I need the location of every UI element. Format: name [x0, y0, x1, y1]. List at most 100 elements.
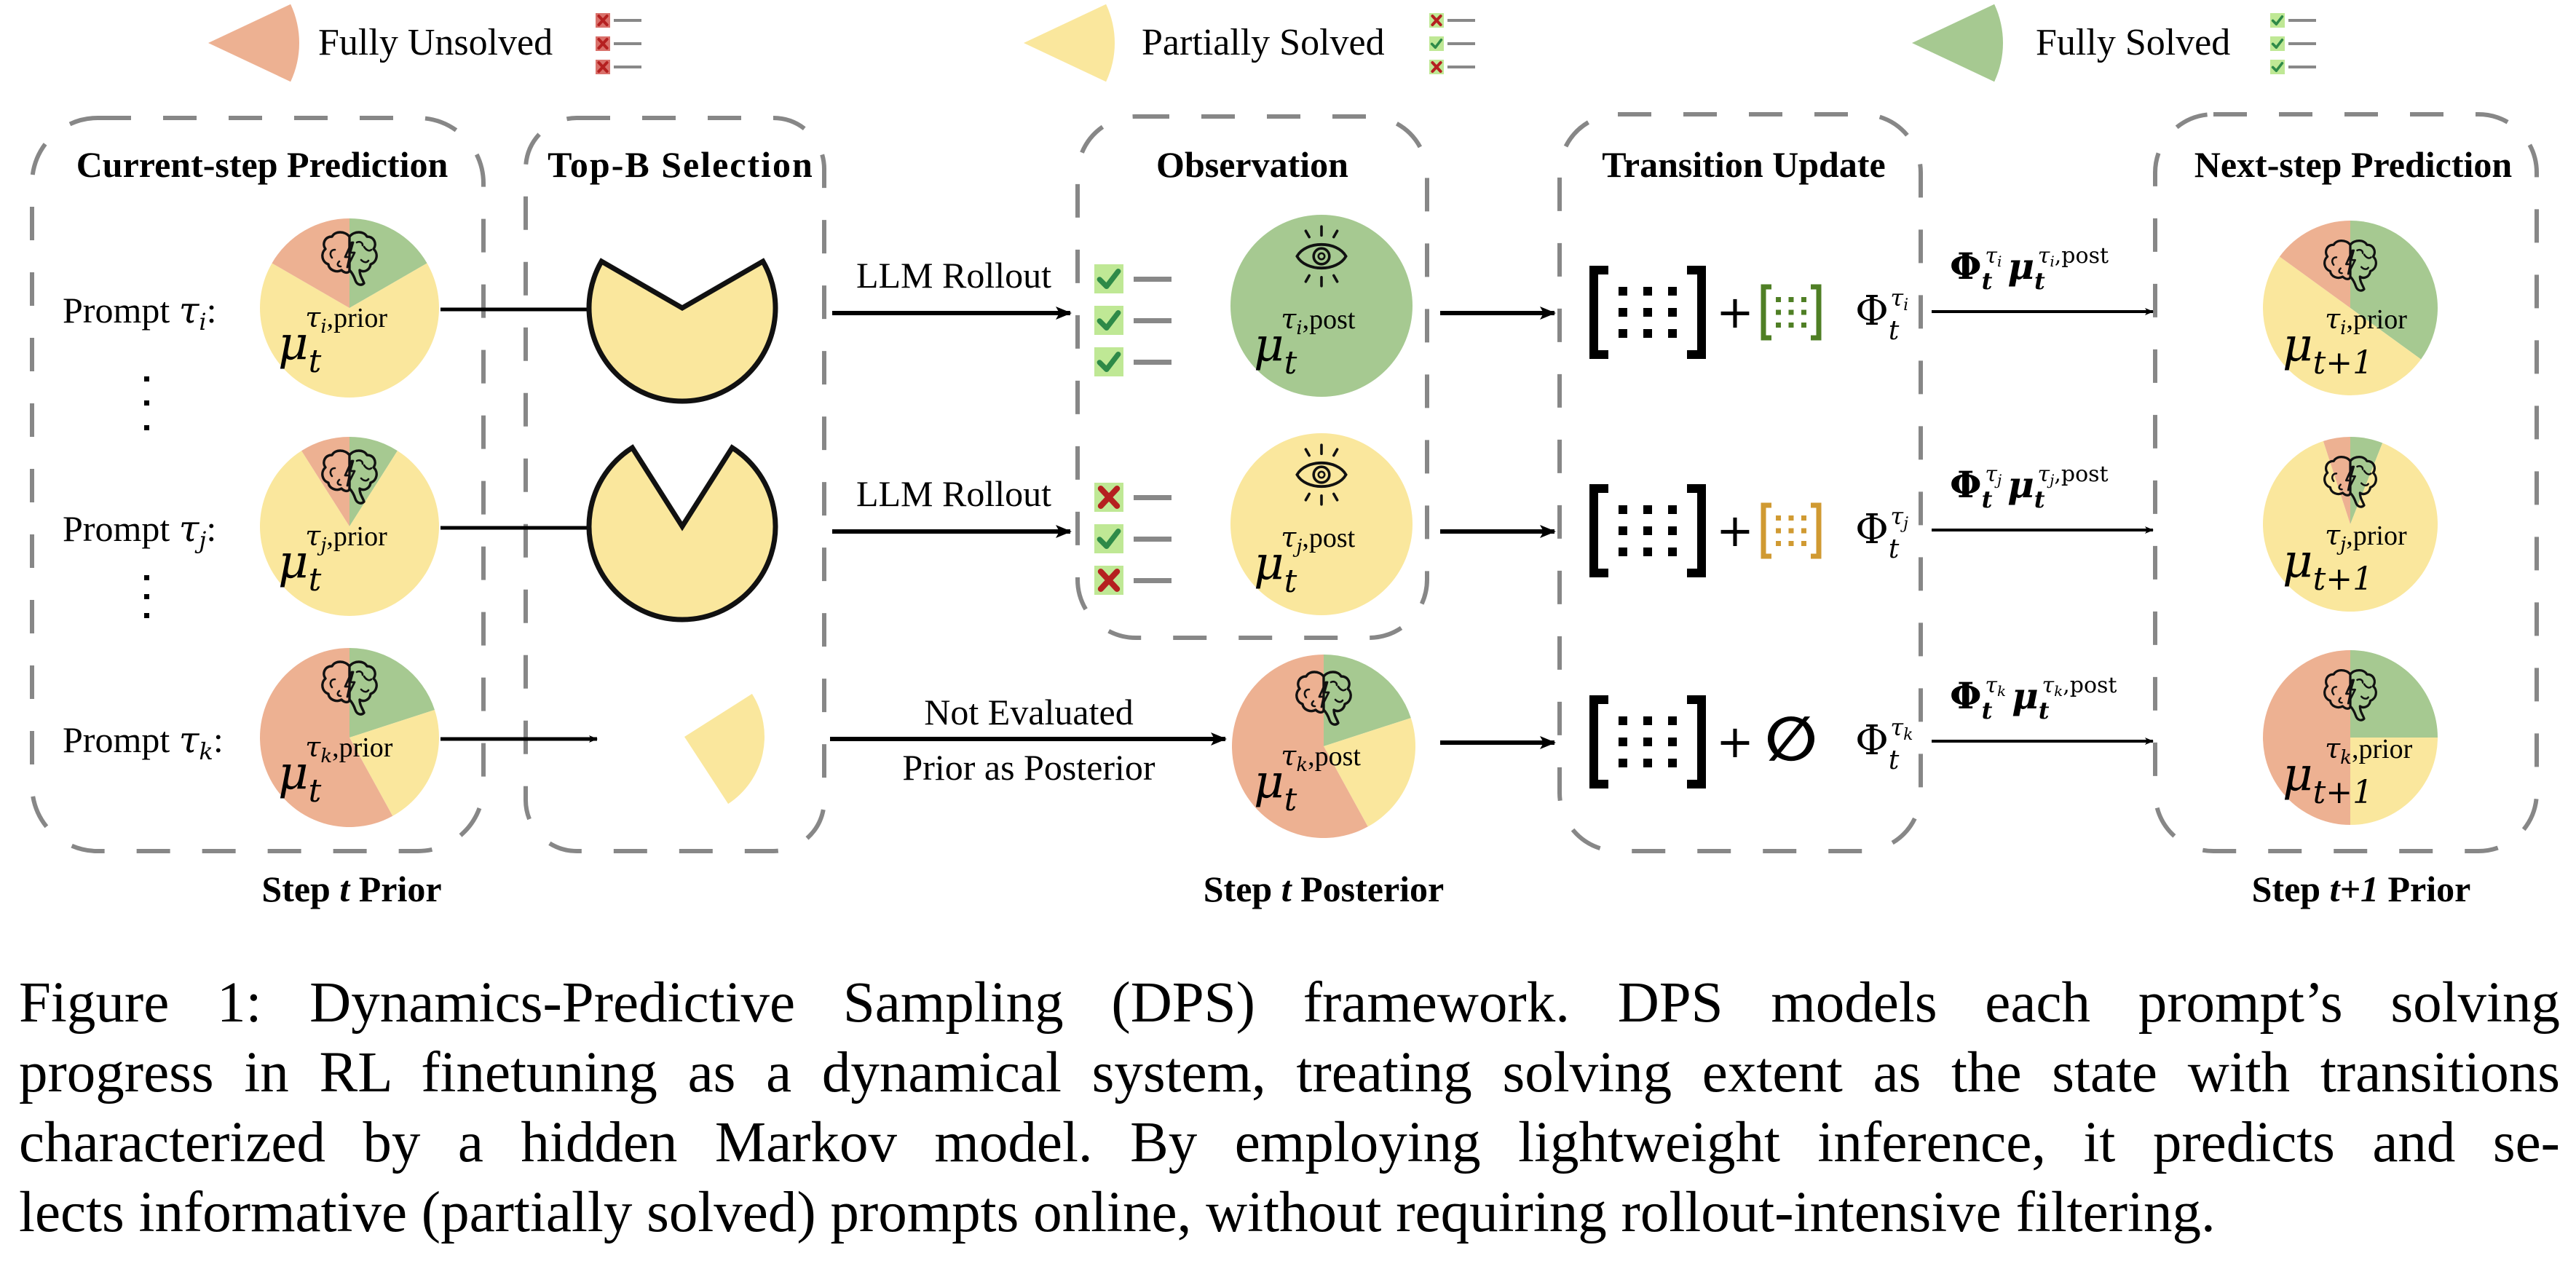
phi-superscript: τk — [1985, 673, 2006, 700]
matrix-entry — [1801, 309, 1806, 315]
sup-index: k — [1997, 682, 2006, 700]
sup-tau: τ — [1985, 462, 1997, 487]
matrix-entry — [1618, 759, 1627, 767]
mu-subscript: t — [1284, 781, 1297, 818]
mu-superscript: τi,prior — [305, 301, 387, 338]
next-pie-k — [2263, 650, 2438, 825]
sup-index: i — [2340, 317, 2346, 339]
mu-superscript: τj,post — [1281, 521, 1355, 558]
prior-as-posterior-label: Prior as Posterior — [902, 747, 1155, 788]
update-matrix-green — [1761, 284, 1822, 341]
sup-index: k — [320, 746, 332, 767]
matrix-entry — [1618, 308, 1627, 317]
mu-symbol: μ — [1254, 318, 1284, 372]
empty-set-icon: ∅ — [1765, 703, 1817, 775]
sup-rest: ,prior — [327, 303, 388, 333]
footer-step-t-prior: Step t Prior — [261, 869, 441, 909]
pie-slice-partial — [2350, 738, 2438, 825]
check-icon — [1430, 39, 1443, 49]
cross-mark-row — [596, 36, 610, 51]
matrix-entry — [1801, 515, 1806, 521]
legend-item: Fully Unsolved — [208, 4, 641, 82]
panel-transition-update: Transition Update — [1557, 112, 1923, 853]
mu-subscript: t — [309, 772, 322, 810]
prompt-word: Prompt — [63, 290, 179, 331]
legend-swatch — [208, 4, 299, 82]
bracket-right — [1687, 484, 1706, 577]
check-mark-row — [1094, 347, 1123, 376]
prompt-colon: : — [213, 719, 224, 760]
posterior-mu-label: μt τj,post — [1254, 521, 1356, 600]
mu-subscript: t — [1284, 563, 1297, 600]
matrix-entry — [1618, 738, 1627, 746]
mu-subscript: t — [309, 561, 322, 598]
sup-index: i — [1296, 317, 1302, 339]
sup-tau: τ — [305, 301, 321, 333]
sup-rest: ,post — [2055, 243, 2109, 269]
prompt-word: Prompt — [63, 719, 179, 760]
panel-top-b-selection: Top-B Selection — [524, 116, 826, 853]
prompt-colon: : — [206, 508, 216, 549]
pie-slice-partial — [259, 451, 439, 616]
posterior-circle-j — [1230, 433, 1413, 615]
sup-index: i — [1997, 253, 2002, 270]
prompt-label: Prompt τj: — [63, 507, 216, 554]
plus-sign: + — [1716, 285, 1754, 339]
sup-index: k — [2054, 682, 2063, 700]
update-matrix-orange — [1761, 502, 1822, 559]
next-pie-i — [2263, 221, 2438, 396]
phi-superscript: τj — [1985, 462, 2002, 489]
bracket-right — [1811, 284, 1822, 341]
phi-subscript: t — [1982, 267, 1993, 295]
matrix-entry — [1668, 526, 1678, 535]
sup-tau: τ — [2325, 519, 2341, 551]
phi-symbol: Φ — [1855, 717, 1889, 764]
matrix-entry — [1643, 329, 1652, 338]
mu-symbol: μ — [2007, 463, 2034, 506]
transition-rows: +Φtτi+Φtτj+∅Φtτk — [1589, 266, 1913, 788]
sup-rest: ,post — [1303, 304, 1356, 335]
rollout-line — [1447, 66, 1475, 68]
prior-mu-label: μtτk,prior — [278, 731, 393, 810]
sup-tau: τ — [1281, 521, 1297, 553]
pie-slice-unsolved — [2279, 221, 2350, 308]
matrix-entry — [1643, 759, 1652, 767]
cross-mark-row — [1429, 13, 1444, 28]
phi-label: Φtτi — [1855, 284, 1908, 346]
legend-label: Partially Solved — [1142, 22, 1385, 63]
sup-index: j — [1994, 471, 2002, 489]
mu-symbol: μ — [1254, 537, 1284, 590]
sup-tau: τ — [305, 520, 321, 552]
cross-mark-row — [596, 60, 610, 74]
footer-step-t1-prior: Step t+1 Prior — [2252, 869, 2471, 909]
transition-matrix — [1589, 484, 1706, 577]
bracket-left — [1589, 484, 1608, 577]
matrix-entry — [1668, 287, 1678, 296]
sup-rest: ,prior — [2352, 734, 2413, 764]
cross-icon — [1097, 486, 1121, 509]
cross-mark-row — [1094, 566, 1123, 595]
rollout-line — [1447, 19, 1475, 22]
phi-superscript: τj — [1890, 502, 1908, 533]
pie-slice-partial — [260, 263, 439, 398]
cross-icon — [597, 61, 609, 73]
mu-subscript: t+1 — [2313, 774, 2374, 811]
mu-subscript: t — [2039, 697, 2050, 724]
llm-rollout-label: LLM Rollout — [856, 473, 1051, 514]
sup-rest: ,prior — [2347, 304, 2408, 335]
matrix-entry — [1788, 541, 1794, 546]
matrix-entry — [1788, 528, 1794, 534]
mu-symbol: μ — [278, 317, 309, 371]
matrix-entry — [1643, 505, 1652, 514]
pie-slice-solved — [349, 218, 427, 308]
bracket-right — [1811, 502, 1822, 559]
pie-slice-partial — [2263, 256, 2422, 396]
sup-tau: τ — [1890, 284, 1904, 312]
rollout-response-line — [1134, 277, 1172, 282]
next-pie-j — [2263, 437, 2438, 612]
top-b-selection-shapes — [586, 258, 778, 805]
